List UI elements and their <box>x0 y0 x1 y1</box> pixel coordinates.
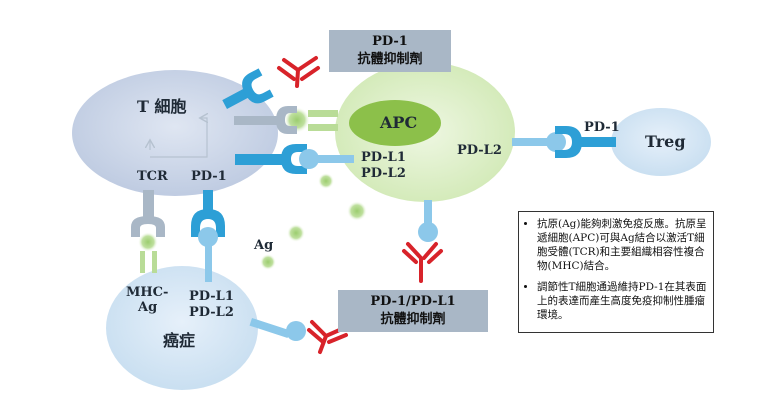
pd1-receptor-tcell <box>191 190 225 237</box>
tcell-label: T 細胞 <box>137 97 187 116</box>
mhc-receptor <box>140 251 157 273</box>
pdl1-ligand-cancer-right <box>286 321 306 341</box>
apc-label: APC <box>380 113 418 132</box>
signal-arrow-line <box>150 118 207 158</box>
pdl1-ligand-cancer <box>198 227 218 247</box>
cancer-label: 癌症 <box>163 331 196 350</box>
pdl2-stalk-treg <box>512 138 552 146</box>
pd1-inhibitor-line2: 抗體抑制劑 <box>357 52 423 67</box>
cancer-cell <box>106 266 258 390</box>
mhc-ag-label-1: MHC- <box>126 285 169 300</box>
pd1-inhibitor-box: PD-1 抗體抑制劑 <box>329 30 451 72</box>
pdl1-antibody-apc <box>402 242 443 283</box>
pdl1-apc-label: PD-L1 <box>361 150 406 165</box>
antigen-particle <box>260 254 276 270</box>
mhc-antigen <box>138 232 158 252</box>
antigen-particle <box>318 173 334 189</box>
pdl2-ligand-treg <box>546 132 566 152</box>
pdl1-inhibitor-line2: 抗體抑制劑 <box>380 312 446 327</box>
treg-label: Treg <box>645 132 686 151</box>
pd1-receptor-treg <box>555 126 616 158</box>
mhc-ag-label-2: Ag <box>138 300 158 315</box>
pd1-receptor-top <box>222 68 274 109</box>
pdl1-stalk-apc <box>318 155 354 163</box>
treg-cell <box>611 108 711 176</box>
mhc-apc <box>308 110 338 131</box>
pd1-tcell-label: PD-1 <box>191 169 227 184</box>
pd1-receptor-apc <box>235 144 307 174</box>
note-item: 抗原(Ag)能夠刺激免疫反應。抗原呈遞細胞(APC)可與Ag結合以激活T細胞受體… <box>537 217 707 273</box>
pdl1-stalk-cancer <box>205 246 212 282</box>
tcr-apc-receptor <box>234 106 297 134</box>
pd1-antibody-top <box>277 56 320 88</box>
pdl1-ligand-apc <box>299 149 319 169</box>
pdl2-right-label: PD-L2 <box>457 143 502 158</box>
ag-label: Ag <box>254 238 274 253</box>
pdl2-ligand-apc <box>418 222 438 242</box>
pdl1-stalk-cancer-right <box>249 318 291 338</box>
note-item: 調節性T細胞通過維持PD-1在其表面上的表達而產生高度免疫抑制性腫瘤環境。 <box>537 280 707 322</box>
apc-core <box>349 100 441 146</box>
antigen-particle <box>347 201 367 221</box>
pdl2-stalk-apc <box>424 200 432 227</box>
pdl1-inhibitor-line1: PD-1/PD-L1 <box>370 294 456 309</box>
pdl2-cancer-label: PD-L2 <box>189 305 234 320</box>
tcr-receptor <box>131 190 165 237</box>
pdl2-apc-label: PD-L2 <box>361 166 406 181</box>
pd1-inhibitor-line1: PD-1 <box>372 34 408 49</box>
pdl1-inhibitor-box: PD-1/PD-L1 抗體抑制劑 <box>338 290 488 332</box>
pdl1-cancer-label: PD-L1 <box>189 289 234 304</box>
tcr-label: TCR <box>137 169 168 184</box>
antigen-particle <box>287 224 305 242</box>
pd1-treg-label: PD-1 <box>584 120 620 135</box>
notes-box: 抗原(Ag)能夠刺激免疫反應。抗原呈遞細胞(APC)可與Ag結合以激活T細胞受體… <box>518 211 714 333</box>
